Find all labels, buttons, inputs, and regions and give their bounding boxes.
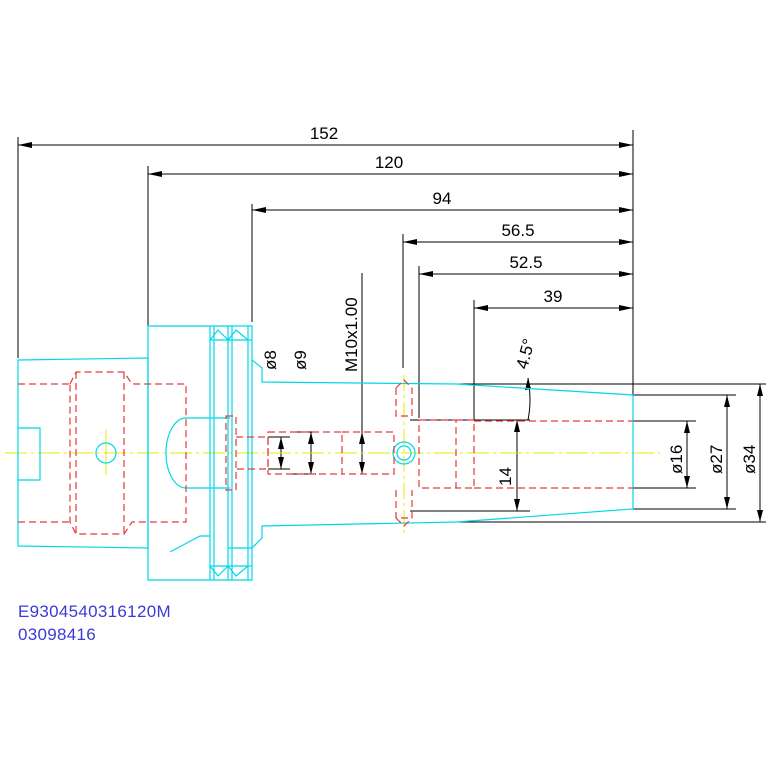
- diameter-34-label: ø34: [740, 445, 759, 474]
- dimension-56-5: 56.5: [501, 221, 534, 240]
- dimension-39: 39: [544, 287, 563, 306]
- angle-label: 4.5°: [513, 337, 539, 371]
- part-number: E9304540316120M: [18, 602, 171, 621]
- dimension-52-5: 52.5: [509, 253, 542, 272]
- dimension-152: 152: [310, 124, 338, 143]
- thread-m10-label: M10x1.00: [342, 297, 361, 372]
- hidden-lines: [18, 371, 633, 535]
- diameter-8-label: ø8: [261, 350, 280, 370]
- tool-holder-outline: [17, 325, 634, 581]
- diameter-9-label: ø9: [291, 350, 310, 370]
- article-number: 03098416: [18, 625, 96, 644]
- length-dimension-lines: [18, 142, 633, 311]
- dimension-94: 94: [433, 189, 452, 208]
- diameter-dimension-lines: [278, 273, 763, 522]
- depth-14-label: 14: [496, 467, 515, 486]
- centerline: [5, 375, 660, 535]
- extension-lines: [17, 130, 766, 523]
- diameter-16-label: ø16: [667, 445, 686, 474]
- diameter-27-label: ø27: [707, 445, 726, 474]
- dimension-120: 120: [375, 153, 403, 172]
